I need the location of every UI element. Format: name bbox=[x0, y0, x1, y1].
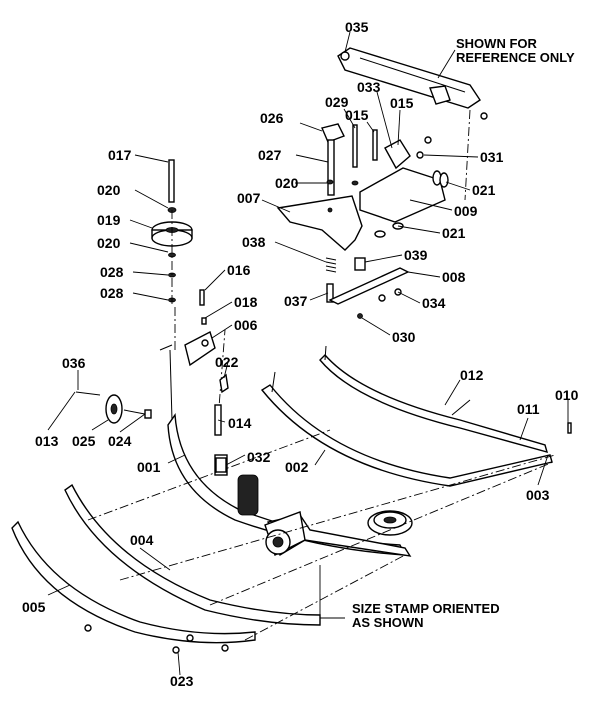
stamp-note-line2: AS SHOWN bbox=[352, 615, 424, 630]
small-parts-010-012 bbox=[451, 399, 572, 434]
reference-note-line1: SHOWN FOR bbox=[456, 36, 537, 51]
front-wheel-assembly bbox=[264, 511, 306, 556]
callout-030: 030 bbox=[392, 329, 416, 345]
callout-020-top: 020 bbox=[97, 182, 121, 198]
alignment-lines bbox=[87, 305, 556, 641]
callout-010: 010 bbox=[555, 387, 579, 403]
callout-006: 006 bbox=[234, 317, 258, 333]
callout-015-upper: 015 bbox=[390, 95, 414, 111]
callout-034: 034 bbox=[422, 295, 446, 311]
stamp-note-line1: SIZE STAMP ORIENTED bbox=[352, 601, 500, 616]
skirt-005 bbox=[11, 520, 256, 644]
bar-008 bbox=[328, 257, 410, 319]
callout-021-lower: 021 bbox=[442, 225, 466, 241]
callout-035: 035 bbox=[345, 19, 369, 35]
leader-lines bbox=[47, 31, 569, 676]
callout-029: 029 bbox=[325, 94, 349, 110]
callout-038: 038 bbox=[242, 234, 266, 250]
callout-025: 025 bbox=[72, 433, 96, 449]
callout-028-upper: 028 bbox=[100, 264, 124, 280]
callout-023: 023 bbox=[170, 673, 194, 689]
callout-014: 014 bbox=[228, 415, 252, 431]
callout-020-mid: 020 bbox=[275, 175, 299, 191]
pins-022-014-032 bbox=[214, 373, 229, 473]
callout-026: 026 bbox=[260, 110, 284, 126]
callout-021-upper: 021 bbox=[472, 182, 496, 198]
callout-labels: 035 033 029 015 015 026 027 031 020 021 … bbox=[22, 19, 579, 689]
callout-028-lower: 028 bbox=[100, 285, 124, 301]
callout-005: 005 bbox=[22, 599, 46, 615]
callout-027: 027 bbox=[258, 147, 282, 163]
notes: SHOWN FOR REFERENCE ONLY SIZE STAMP ORIE… bbox=[352, 36, 575, 630]
callout-009: 009 bbox=[454, 203, 478, 219]
callout-015-lower: 015 bbox=[345, 107, 369, 123]
callout-036: 036 bbox=[62, 355, 86, 371]
wheel-025-assembly bbox=[75, 391, 152, 424]
deck-pulley bbox=[367, 510, 413, 536]
callout-022: 022 bbox=[215, 354, 239, 370]
spring-038-bolt-037 bbox=[325, 257, 337, 303]
callout-018: 018 bbox=[234, 294, 258, 310]
callout-011: 011 bbox=[517, 401, 540, 417]
callout-039: 039 bbox=[404, 247, 428, 263]
spindle-026-027 bbox=[321, 123, 378, 196]
skirt-004 bbox=[64, 483, 321, 626]
callout-002: 002 bbox=[285, 459, 309, 475]
plate-007 bbox=[276, 195, 363, 251]
callout-001: 001 bbox=[137, 459, 161, 475]
callout-019: 019 bbox=[97, 212, 121, 228]
baffle-011 bbox=[319, 345, 549, 454]
callout-008: 008 bbox=[442, 269, 466, 285]
callout-004: 004 bbox=[130, 532, 154, 548]
bracket-006 bbox=[184, 289, 216, 367]
callout-003: 003 bbox=[526, 487, 550, 503]
callout-007: 007 bbox=[237, 190, 261, 206]
bracket-009 bbox=[359, 136, 449, 238]
callout-037: 037 bbox=[284, 293, 308, 309]
callout-013: 013 bbox=[35, 433, 59, 449]
reference-blade bbox=[337, 47, 488, 201]
callout-024: 024 bbox=[108, 433, 132, 449]
callout-017: 017 bbox=[108, 147, 132, 163]
callout-033: 033 bbox=[357, 79, 381, 95]
callout-016: 016 bbox=[227, 262, 251, 278]
callout-020-low: 020 bbox=[97, 235, 121, 251]
callout-032: 032 bbox=[247, 449, 271, 465]
bolts-023 bbox=[84, 624, 229, 654]
callout-031: 031 bbox=[480, 149, 504, 165]
left-hardware-stack bbox=[151, 159, 193, 305]
reference-note-line2: REFERENCE ONLY bbox=[456, 50, 575, 65]
callout-012: 012 bbox=[460, 367, 484, 383]
